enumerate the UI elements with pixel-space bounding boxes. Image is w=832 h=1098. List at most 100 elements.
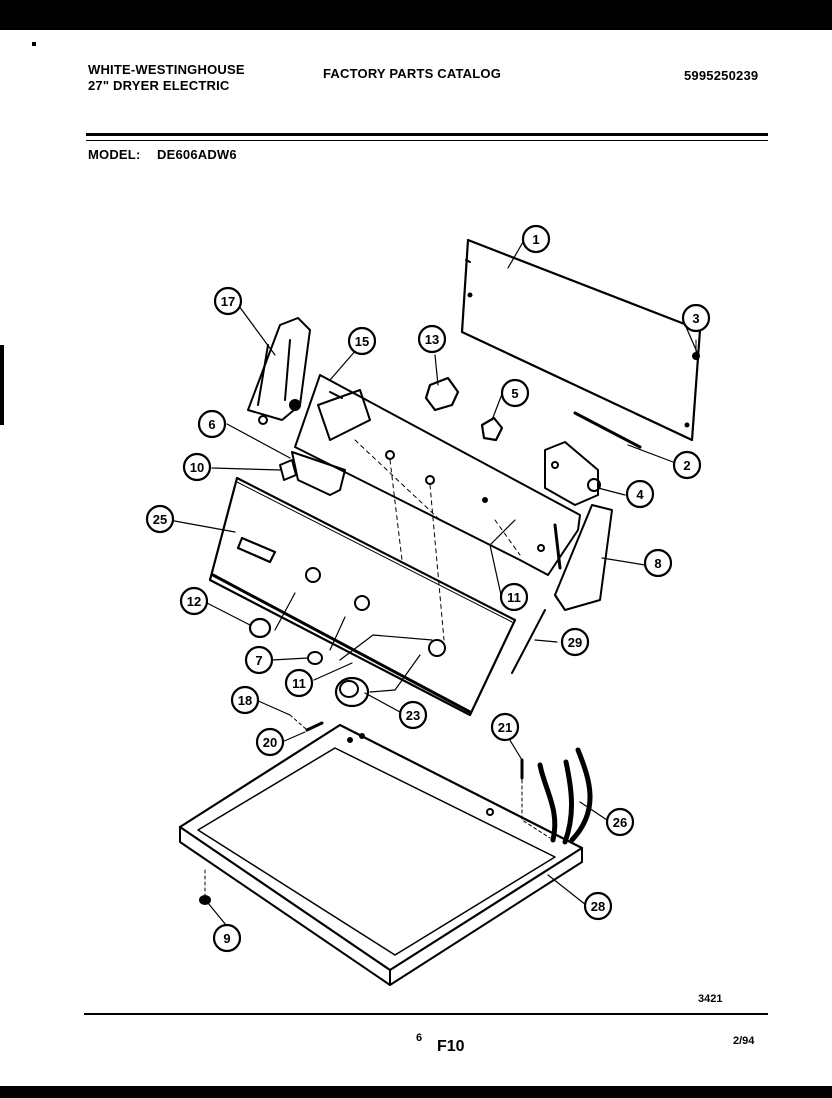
callout-3: 3 xyxy=(681,303,711,333)
footer-rule xyxy=(84,1013,768,1015)
leveling-foot-part xyxy=(199,869,211,905)
callout-4: 4 xyxy=(625,479,655,509)
callout-circle xyxy=(255,727,285,757)
scan-top-border xyxy=(0,0,832,30)
revision-date: 2/94 xyxy=(733,1035,755,1047)
callout-number: 6 xyxy=(208,417,215,432)
callout-circle xyxy=(197,409,227,439)
control-panel-backplate-part xyxy=(294,374,581,576)
callout-circle xyxy=(284,668,314,698)
end-cap-part xyxy=(554,504,613,611)
callout-number: 12 xyxy=(187,594,201,609)
bracket-part xyxy=(247,317,311,425)
callout-29: 29 xyxy=(560,627,590,657)
figure-code: 3421 xyxy=(698,993,723,1005)
callout-circle xyxy=(244,645,274,675)
callout-number: 23 xyxy=(406,708,420,723)
timer-part xyxy=(544,441,601,506)
callout-number: 17 xyxy=(221,294,235,309)
leader-lines xyxy=(168,241,698,926)
callout-number: 4 xyxy=(636,487,644,502)
callout-number: 18 xyxy=(238,693,252,708)
callout-number: 1 xyxy=(532,232,539,247)
callout-circle xyxy=(672,450,702,480)
knob-insert-part xyxy=(480,416,504,442)
callout-number: 8 xyxy=(654,556,661,571)
back-panel-part xyxy=(460,238,702,442)
header-rule-bottom xyxy=(86,140,768,141)
product-name: 27" DRYER ELECTRIC xyxy=(88,78,230,93)
callout-circle xyxy=(560,627,590,657)
callout-circle xyxy=(213,286,243,316)
callout-circle xyxy=(500,378,530,408)
callout-circle xyxy=(521,224,551,254)
power-cord-part xyxy=(520,747,593,845)
lead-part xyxy=(511,609,546,674)
callout-circle xyxy=(499,582,529,612)
callout-13: 13 xyxy=(417,324,447,354)
callout-circle xyxy=(417,324,447,354)
callout-circle xyxy=(398,700,428,730)
knob-part xyxy=(248,617,272,639)
selector-switch-part xyxy=(279,451,346,496)
callout-circle xyxy=(179,586,209,616)
callout-7: 7 xyxy=(244,645,274,675)
callout-number: 15 xyxy=(355,334,369,349)
callout-circle xyxy=(583,891,613,921)
screw-part xyxy=(692,339,700,360)
callout-18: 18 xyxy=(230,685,260,715)
small-knob-part xyxy=(307,651,323,665)
callout-9: 9 xyxy=(212,923,242,953)
callout-number: 11 xyxy=(507,590,521,605)
model-label: MODEL: xyxy=(88,147,141,162)
callout-8: 8 xyxy=(643,548,673,578)
callout-circle xyxy=(643,548,673,578)
callout-17: 17 xyxy=(213,286,243,316)
scan-speck xyxy=(32,42,36,46)
model-number: DE606ADW6 xyxy=(157,147,237,162)
page-code: F10 xyxy=(437,1038,465,1055)
callout-number: 20 xyxy=(263,735,277,750)
callout-5: 5 xyxy=(500,378,530,408)
callout-21: 21 xyxy=(490,712,520,742)
callout-10: 10 xyxy=(182,452,212,482)
callout-number: 28 xyxy=(591,899,605,914)
callout-11: 11 xyxy=(499,582,529,612)
top-panel-part xyxy=(178,723,584,986)
control-console-part xyxy=(208,476,517,717)
switch-part xyxy=(424,376,460,412)
catalog-number: 5995250239 xyxy=(684,68,759,83)
page-marker: 6 xyxy=(416,1032,423,1044)
callout-circle xyxy=(212,923,242,953)
callout-circle xyxy=(490,712,520,742)
header-rule-top xyxy=(86,133,768,136)
callout-circle xyxy=(230,685,260,715)
callout-number: 11 xyxy=(292,676,306,691)
rod-part xyxy=(573,411,642,449)
callout-circle xyxy=(681,303,711,333)
callout-15: 15 xyxy=(347,326,377,356)
scan-edge-mark xyxy=(0,345,4,425)
callout-23: 23 xyxy=(398,700,428,730)
callout-20: 20 xyxy=(255,727,285,757)
callout-number: 9 xyxy=(223,931,230,946)
callout-number: 25 xyxy=(153,512,167,527)
scan-bottom-border xyxy=(0,1086,832,1098)
callout-number: 2 xyxy=(683,458,690,473)
callout-11: 11 xyxy=(284,668,314,698)
callout-6: 6 xyxy=(197,409,227,439)
callout-circle xyxy=(605,807,635,837)
brand-name: WHITE-WESTINGHOUSE xyxy=(88,62,245,77)
callout-28: 28 xyxy=(583,891,613,921)
callout-number: 10 xyxy=(190,460,204,475)
callout-26: 26 xyxy=(605,807,635,837)
callout-circle xyxy=(347,326,377,356)
console-screw-part xyxy=(289,714,324,732)
callout-number: 3 xyxy=(692,311,699,326)
callout-circle xyxy=(145,504,175,534)
alignment-lines xyxy=(354,439,521,641)
callout-number: 5 xyxy=(511,386,518,401)
callout-number: 7 xyxy=(255,653,262,668)
